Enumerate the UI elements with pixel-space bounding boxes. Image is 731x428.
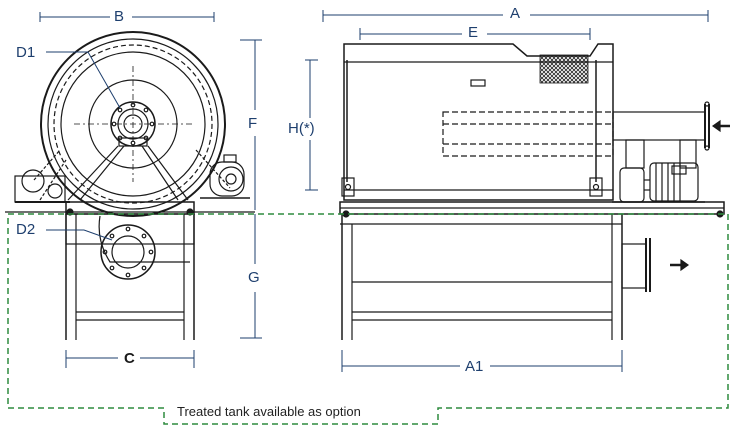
outlet-pipe [621,238,690,292]
dim-label-h: H(*) [288,120,315,137]
dimension-lines [39,10,709,372]
outlet-flange-d2 [100,224,156,280]
dim-label-b: B [114,8,125,25]
center-lines [74,66,192,182]
option-caption: Treated tank available as option [177,404,361,419]
front-view [5,31,255,340]
inner-feed-pipe [442,111,614,157]
drive-motor [200,154,250,199]
dim-label-d2: D2 [16,221,36,238]
lower-tank-side [341,214,623,340]
dim-label-g: G [248,269,260,286]
dim-label-f: F [248,115,258,132]
dim-label-a1: A1 [465,358,484,375]
drum-housing [343,43,614,201]
support-struts [33,145,231,201]
side-motor [612,139,705,203]
dim-label-d1: D1 [16,44,36,61]
dim-label-e: E [468,24,479,41]
drive-pump-left [14,169,70,203]
dim-label-c: C [124,350,135,367]
optional-tank-outline [7,213,729,425]
tension-rods [341,60,603,197]
side-view [339,43,730,340]
lower-tank-front [65,213,195,340]
inlet-pipe [612,101,730,151]
dim-label-a: A [510,5,521,22]
base-frame [339,201,725,225]
